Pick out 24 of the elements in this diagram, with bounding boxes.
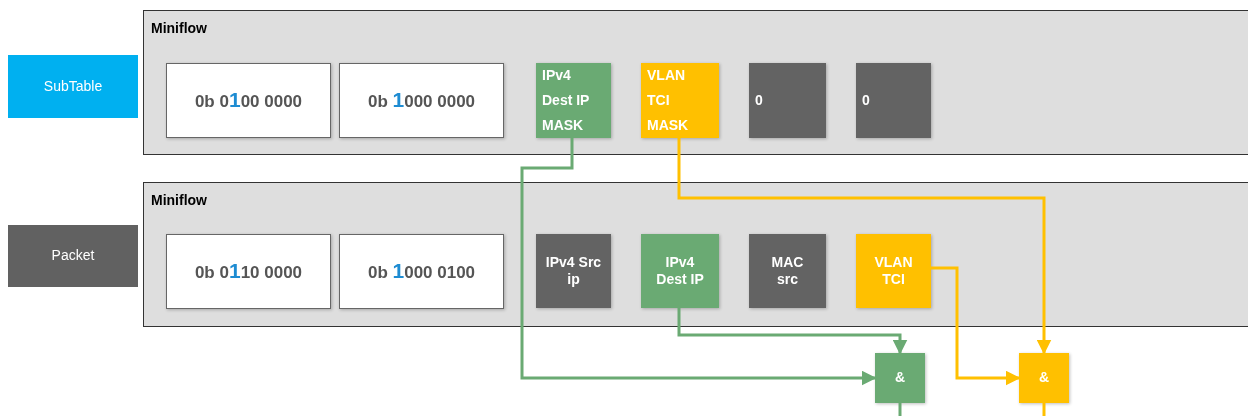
bitmap-box: 0b 1000 0000	[339, 63, 504, 138]
bitmap-box: 0b 1000 0100	[339, 234, 504, 309]
field-box: 0	[749, 63, 826, 138]
field-box: MAC src	[749, 234, 826, 308]
subtable-label-box: SubTable	[8, 55, 138, 118]
and-operator-box: &	[875, 353, 925, 403]
connector-arrow	[520, 137, 877, 386]
miniflow-panel	[143, 10, 1248, 155]
bitmap-box: 0b 0100 0000	[166, 63, 331, 138]
packet-label-box: Packet	[8, 225, 138, 287]
field-box: IPv4 Dest IP MASK	[536, 63, 611, 138]
panel-heading: Miniflow	[151, 20, 207, 38]
connector-arrow	[930, 266, 1021, 386]
field-box: IPv4 Dest IP	[641, 234, 719, 308]
panel-heading: Miniflow	[151, 192, 207, 210]
connector-arrow	[677, 137, 1052, 355]
field-box: VLAN TCI	[856, 234, 931, 308]
and-operator-box: &	[1019, 353, 1069, 403]
bitmap-box: 0b 0110 0000	[166, 234, 331, 309]
field-box: VLAN TCI MASK	[641, 63, 719, 138]
connector-arrow	[677, 307, 908, 355]
field-box: IPv4 Src ip	[536, 234, 611, 308]
field-box: 0	[856, 63, 931, 138]
miniflow-panel	[143, 182, 1248, 327]
